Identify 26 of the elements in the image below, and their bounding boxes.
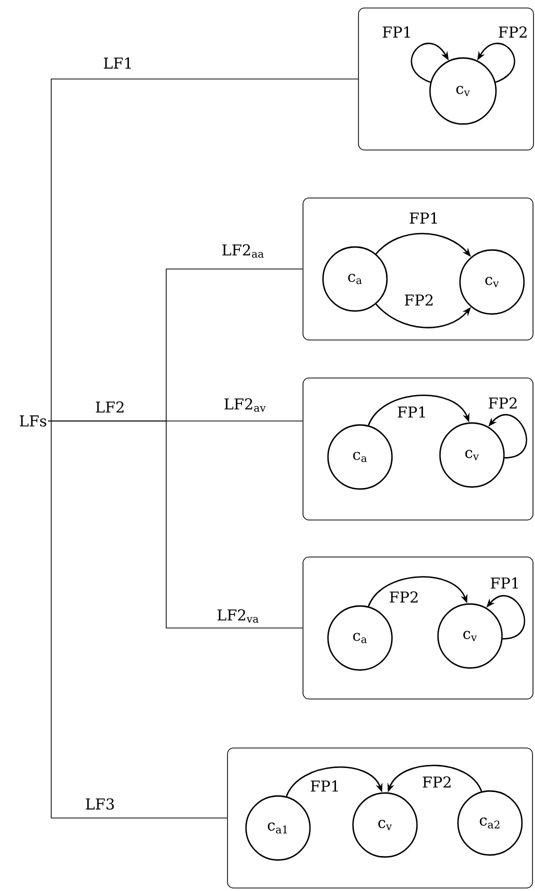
tree-line	[48, 420, 228, 818]
panel-box	[302, 198, 534, 340]
arrow	[368, 576, 468, 607]
panel-box	[302, 378, 534, 520]
edge-label: FP2	[402, 293, 436, 307]
root-label: LFs	[20, 415, 46, 427]
edge-label: LF2$_{aa}$	[220, 243, 266, 259]
edge-label: FP1	[408, 211, 440, 225]
edge-label: FP1	[488, 576, 522, 590]
edge-label: FP2	[388, 590, 420, 604]
edge-label: LF2$_{va}$	[216, 608, 260, 624]
edge-label: FP1	[308, 779, 342, 793]
panel-box	[358, 8, 534, 150]
arrow	[368, 394, 470, 426]
branch-label: LF2	[94, 400, 126, 414]
edge-label: LF3	[84, 797, 116, 811]
panel-box	[302, 556, 534, 700]
edge-label: LF1	[102, 56, 134, 70]
edge-label: FP1	[380, 25, 414, 39]
edge-label: FP1	[396, 405, 428, 419]
arrow	[286, 766, 382, 797]
edge-label: FP2	[486, 396, 520, 410]
panel-box	[227, 748, 533, 888]
edge-label: FP2	[496, 25, 530, 39]
edge-label: LF2$_{av}$	[222, 397, 268, 413]
edge-label: FP2	[420, 775, 454, 789]
